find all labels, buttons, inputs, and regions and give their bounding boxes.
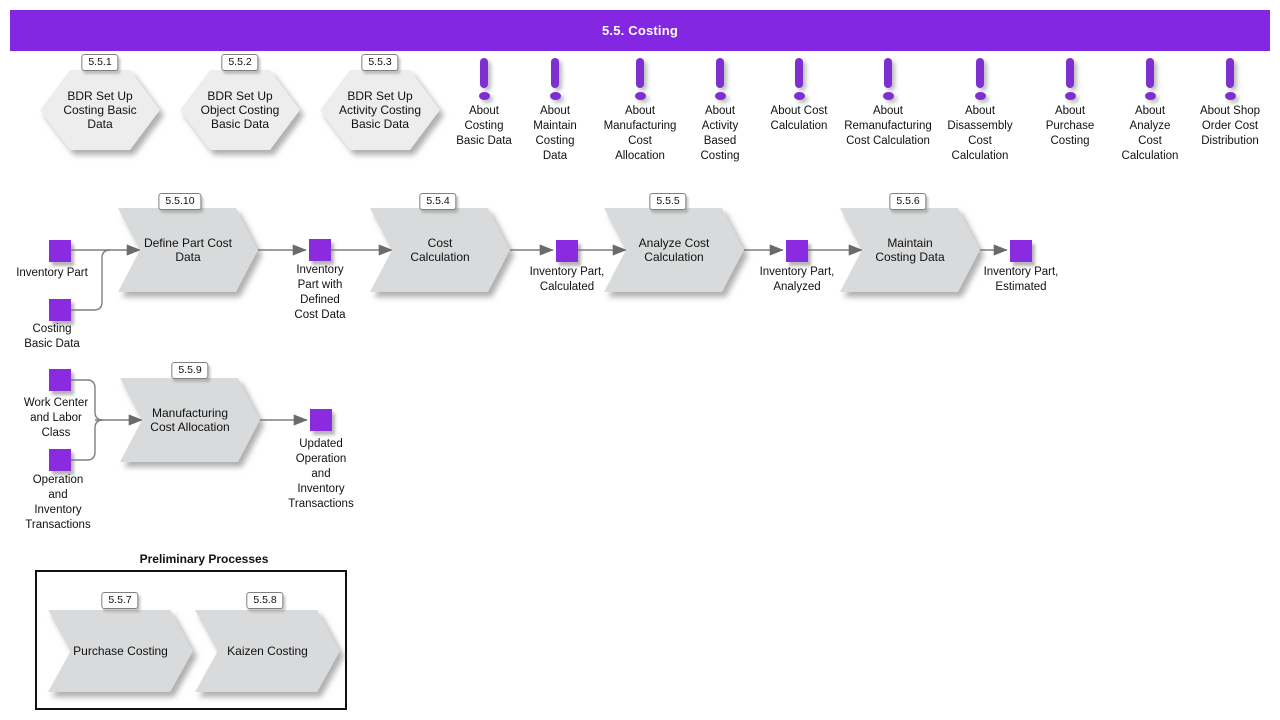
process-ref-badge: 5.5.5 <box>649 193 687 210</box>
exclamation-icon <box>478 58 490 100</box>
process-ref-badge: 5.5.9 <box>171 362 209 379</box>
page-title-banner: 5.5. Costing <box>10 10 1270 51</box>
about-label: About Activity Based Costing <box>700 105 740 162</box>
process-label: Define Part Cost Data <box>143 236 233 264</box>
artifact-label: Operation and Inventory Transactions <box>25 474 91 531</box>
process-label: Analyze Cost Calculation <box>638 236 710 264</box>
about-label: About Manufacturing Cost Allocation <box>603 105 677 162</box>
about-label: About Maintain Costing Data <box>533 105 577 162</box>
about-remanufacturing-cost-calculation-link[interactable]: About Remanufacturing Cost Calculation <box>828 58 948 149</box>
about-activity-based-costing-link[interactable]: About Activity Based Costing <box>660 58 780 164</box>
hexagon-shape <box>180 70 300 150</box>
artifact-label: Inventory Part, Calculated <box>529 266 605 293</box>
artifact-label: Costing Basic Data <box>24 323 80 350</box>
exclamation-icon <box>974 58 986 100</box>
about-label: About Analyze Cost Calculation <box>1121 105 1179 162</box>
artifact-inventory-part-with-defined-cost-data[interactable] <box>309 239 331 261</box>
about-label: About Cost Calculation <box>770 105 828 132</box>
exclamation-icon <box>634 58 646 100</box>
about-label: About Remanufacturing Cost Calculation <box>844 105 932 147</box>
process-manufacturing-cost-allocation[interactable]: Manufacturing Cost Allocation <box>120 378 260 462</box>
process-ref-badge: 5.5.4 <box>419 193 457 210</box>
process-define-part-cost-data[interactable]: Define Part Cost Data <box>118 208 258 292</box>
process-label: Manufacturing Cost Allocation <box>150 406 230 434</box>
about-cost-calculation-link[interactable]: About Cost Calculation <box>739 58 859 134</box>
artifact-label: Inventory Part, Estimated <box>983 266 1059 293</box>
about-label: About Shop Order Cost Distribution <box>1199 105 1261 147</box>
process-label: Purchase Costing <box>73 644 168 658</box>
about-shop-order-cost-distribution-link[interactable]: About Shop Order Cost Distribution <box>1170 58 1280 149</box>
process-bdr-set-up-activity-costing-basic-data[interactable]: BDR Set Up Activity Costing Basic Data <box>320 70 440 150</box>
artifact-updated-operation-and-inventory-transactions[interactable] <box>310 409 332 431</box>
process-label: Cost Calculation <box>410 236 470 264</box>
process-label: Kaizen Costing <box>227 644 308 658</box>
exclamation-icon <box>1064 58 1076 100</box>
artifact-label: Inventory Part with Defined Cost Data <box>294 264 346 321</box>
about-disassembly-cost-calculation-link[interactable]: About Disassembly Cost Calculation <box>920 58 1040 164</box>
process-analyze-cost-calculation[interactable]: Analyze Cost Calculation <box>604 208 744 292</box>
process-purchase-costing[interactable]: Purchase Costing <box>48 610 193 692</box>
process-bdr-set-up-costing-basic-data[interactable]: BDR Set Up Costing Basic Data <box>40 70 160 150</box>
chevron-shape <box>370 208 510 292</box>
about-maintain-costing-data-link[interactable]: About Maintain Costing Data <box>495 58 615 164</box>
artifact-costing-basic-data[interactable] <box>49 299 71 321</box>
artifact-label: Work Center and Labor Class <box>23 397 89 439</box>
process-ref-badge: 5.5.8 <box>246 592 284 609</box>
artifact-label: Inventory Part, Analyzed <box>759 266 835 293</box>
page-title: 5.5. Costing <box>601 23 679 38</box>
artifact-inventory-part[interactable] <box>49 240 71 262</box>
exclamation-icon <box>1144 58 1156 100</box>
process-kaizen-costing[interactable]: Kaizen Costing <box>195 610 340 692</box>
process-maintain-costing-data[interactable]: Maintain Costing Data <box>840 208 980 292</box>
preliminary-processes-title: Preliminary Processes <box>139 552 269 566</box>
hexagon-shape <box>40 70 160 150</box>
chevron-shape <box>48 610 193 692</box>
artifact-label: Inventory Part <box>16 267 88 279</box>
process-ref-badge: 5.5.1 <box>81 54 119 71</box>
process-ref-badge: 5.5.10 <box>158 193 202 210</box>
process-label: BDR Set Up Object Costing Basic Data <box>200 89 280 131</box>
process-label: Maintain Costing Data <box>875 236 945 264</box>
process-ref-badge: 5.5.3 <box>361 54 399 71</box>
about-label: About Disassembly Cost Calculation <box>947 105 1013 162</box>
process-bdr-set-up-object-costing-basic-data[interactable]: BDR Set Up Object Costing Basic Data <box>180 70 300 150</box>
chevron-shape <box>195 610 340 692</box>
artifact-label: Updated Operation and Inventory Transact… <box>288 438 354 510</box>
exclamation-icon <box>1224 58 1236 100</box>
exclamation-icon <box>882 58 894 100</box>
process-cost-calculation[interactable]: Cost Calculation <box>370 208 510 292</box>
about-label: About Costing Basic Data <box>456 105 512 147</box>
chevron-shape <box>120 378 260 462</box>
artifact-work-center-and-labor-class[interactable] <box>49 369 71 391</box>
about-purchase-costing-link[interactable]: About Purchase Costing <box>1010 58 1130 149</box>
about-costing-basic-data-link[interactable]: About Costing Basic Data <box>424 58 544 149</box>
chevron-shape <box>604 208 744 292</box>
process-ref-badge: 5.5.6 <box>889 193 927 210</box>
artifact-inventory-part-estimated[interactable] <box>1010 240 1032 262</box>
chevron-shape <box>840 208 980 292</box>
process-label: BDR Set Up Costing Basic Data <box>63 89 137 131</box>
about-manufacturing-cost-allocation-link[interactable]: About Manufacturing Cost Allocation <box>580 58 700 164</box>
exclamation-icon <box>714 58 726 100</box>
artifact-operation-and-inventory-transactions[interactable] <box>49 449 71 471</box>
exclamation-icon <box>549 58 561 100</box>
about-analyze-cost-calculation-link[interactable]: About Analyze Cost Calculation <box>1090 58 1210 164</box>
exclamation-icon <box>793 58 805 100</box>
process-ref-badge: 5.5.7 <box>101 592 139 609</box>
process-label: BDR Set Up Activity Costing Basic Data <box>338 89 422 131</box>
process-ref-badge: 5.5.2 <box>221 54 259 71</box>
hexagon-shape <box>320 70 440 150</box>
chevron-shape <box>118 208 258 292</box>
artifact-inventory-part-analyzed[interactable] <box>786 240 808 262</box>
artifact-inventory-part-calculated[interactable] <box>556 240 578 262</box>
about-label: About Purchase Costing <box>1045 105 1095 147</box>
